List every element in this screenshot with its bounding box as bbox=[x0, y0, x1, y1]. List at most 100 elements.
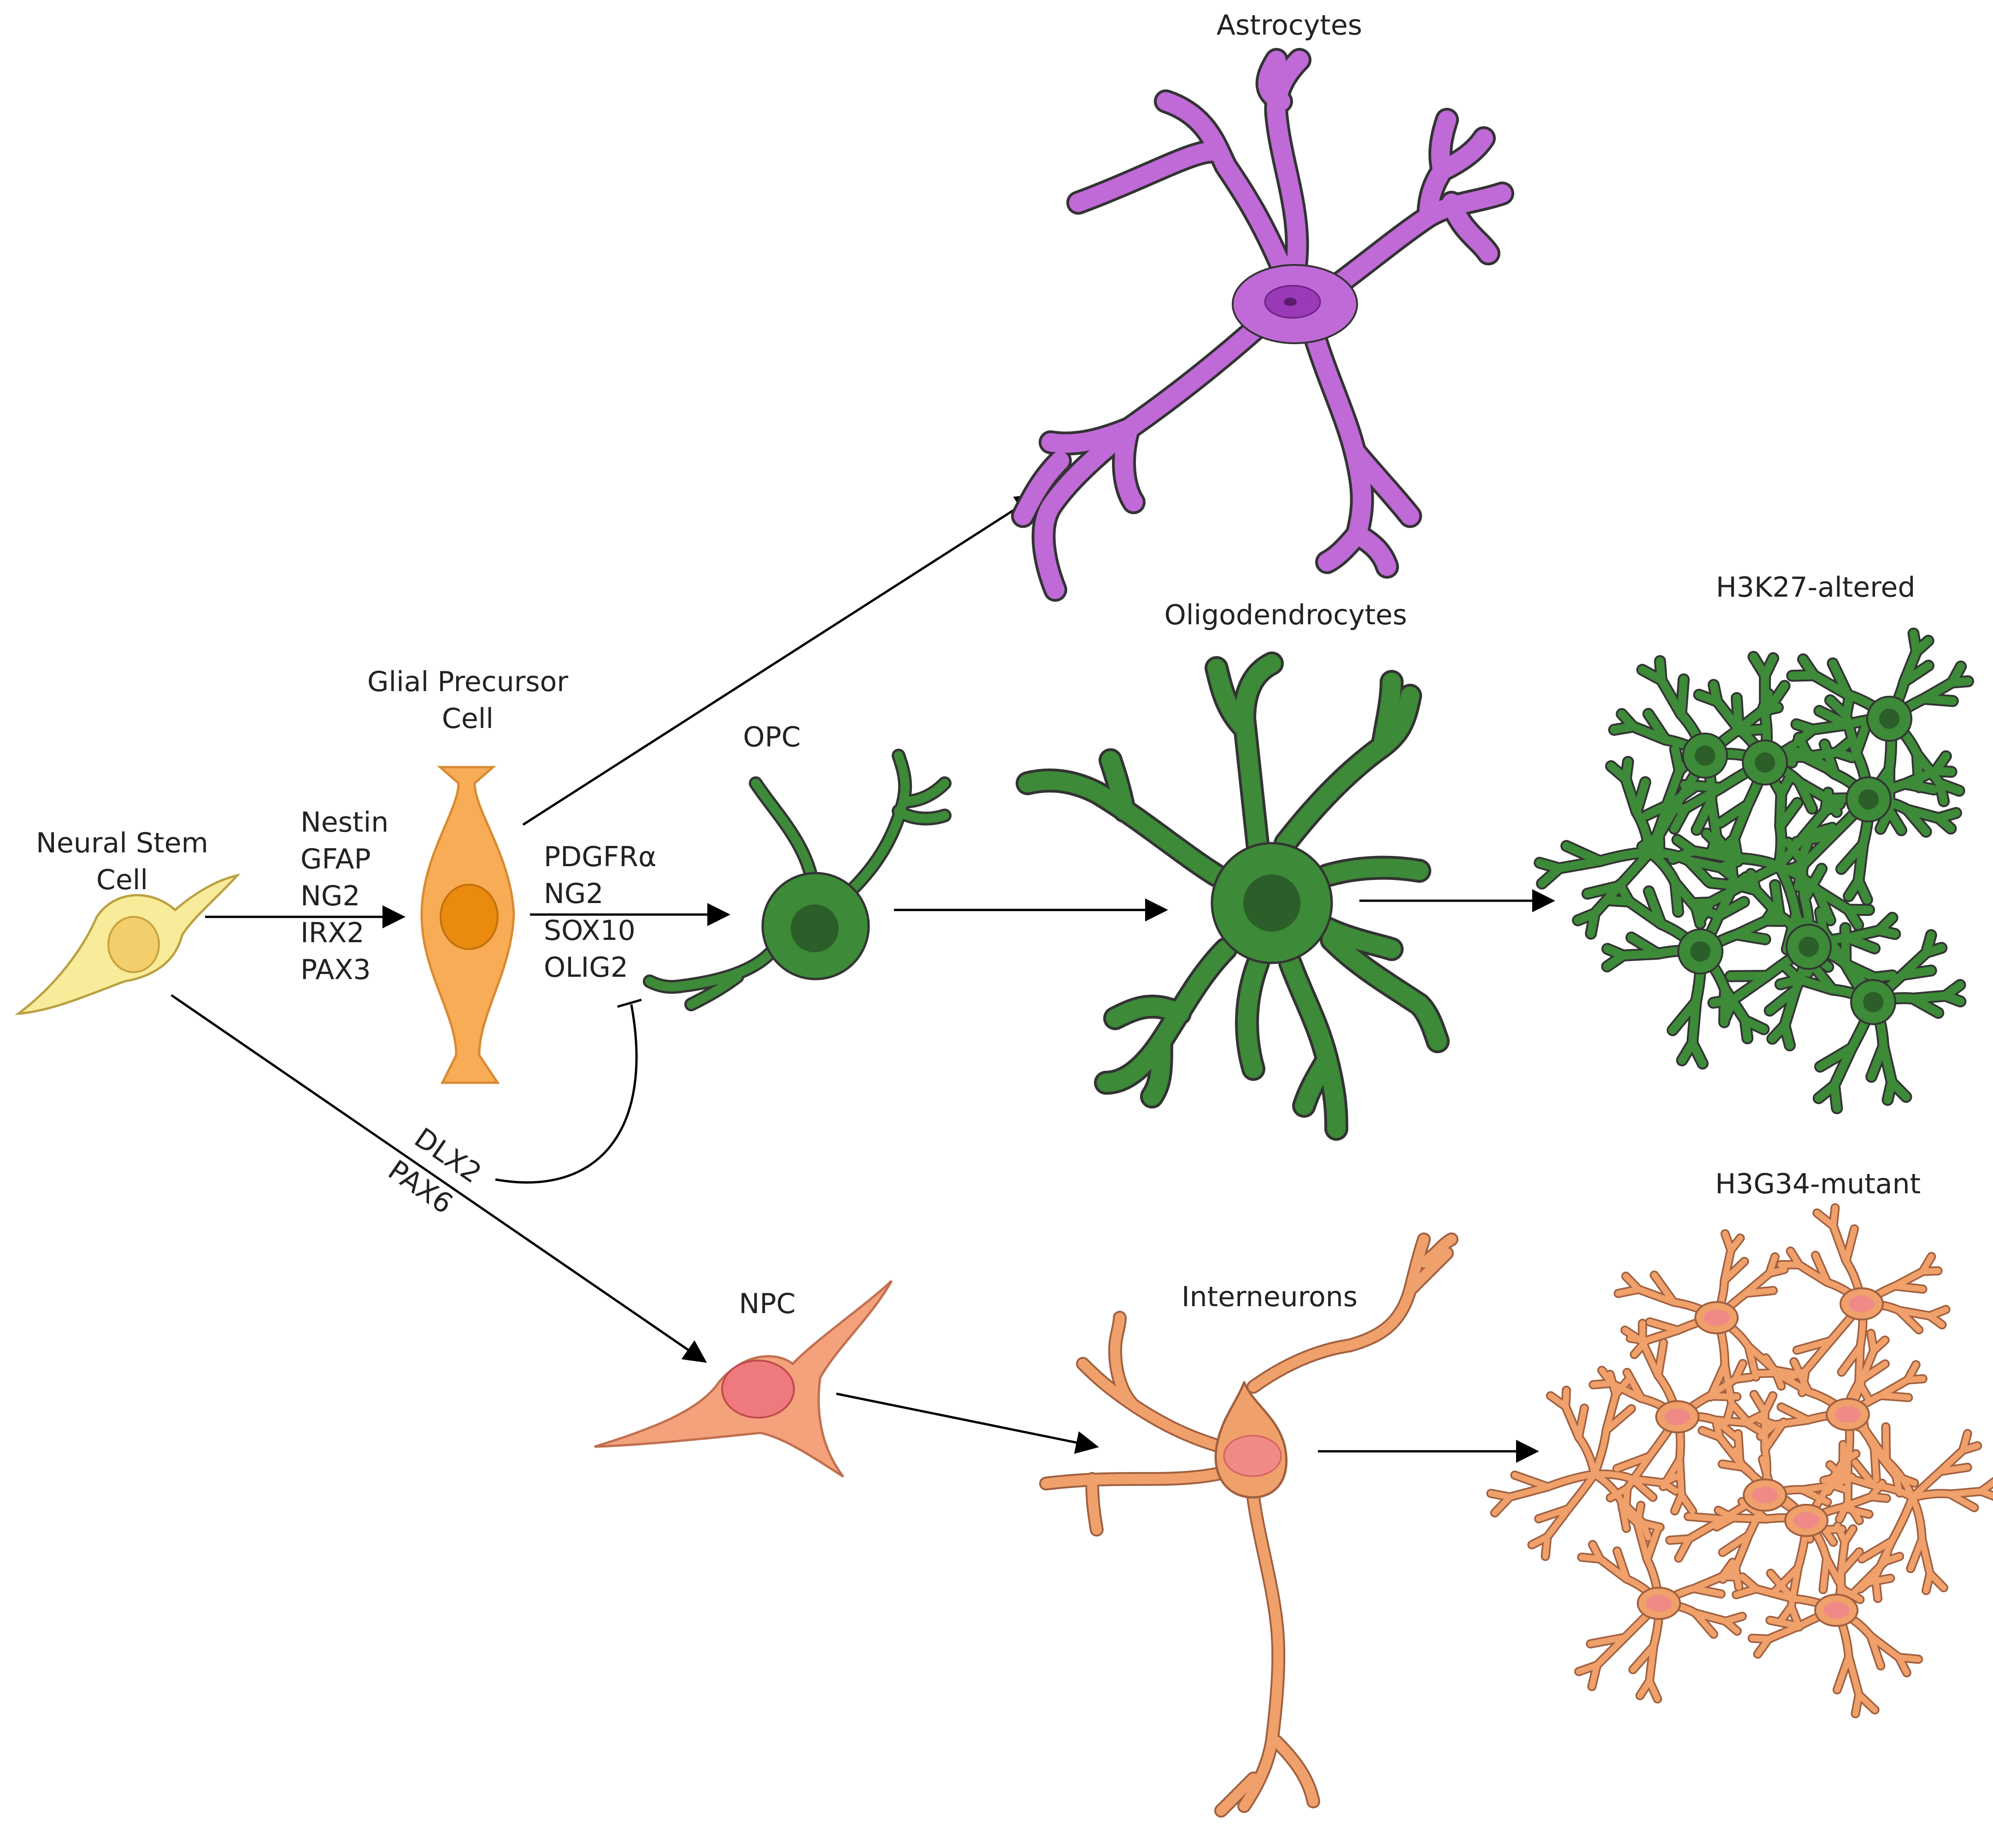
astrocyte-process bbox=[1014, 452, 1069, 525]
astrocytes-label: Astrocytes bbox=[1217, 9, 1362, 41]
h3k27-process bbox=[1714, 898, 1748, 920]
h3g34-process bbox=[1671, 1492, 1685, 1514]
h3g34-process bbox=[1624, 1369, 1645, 1402]
h3k27-process bbox=[1671, 879, 1682, 916]
oligodendrocyte-processes bbox=[1018, 654, 1447, 1138]
h3g34-process bbox=[1839, 1504, 1872, 1518]
h3g34-process bbox=[1732, 1447, 1746, 1470]
astrocyte-process bbox=[1041, 313, 1272, 516]
h3k27-process bbox=[1883, 1078, 1896, 1104]
h3k27-process bbox=[1741, 1016, 1752, 1043]
astrocyte-process bbox=[1069, 142, 1226, 212]
h3g34-process bbox=[1715, 1507, 1736, 1521]
h3g34-process bbox=[1623, 1273, 1642, 1292]
h3k27-cell-nucleus bbox=[1755, 752, 1775, 773]
h3g34-process bbox=[1785, 1368, 1809, 1382]
h3g34-process bbox=[1840, 1450, 1859, 1465]
h3g34-process bbox=[1529, 1534, 1551, 1548]
h3g34-cell-nucleus bbox=[1704, 1309, 1729, 1326]
h3g34-process bbox=[1822, 1526, 1836, 1545]
h3g34-processes bbox=[1487, 1204, 1993, 1717]
opc-process bbox=[645, 949, 774, 991]
astrocyte-process bbox=[1034, 498, 1064, 599]
h3k27-process bbox=[1794, 733, 1811, 757]
neural-stem-cell-nucleus bbox=[107, 916, 160, 973]
h3g34-process bbox=[1871, 1445, 1880, 1483]
h3k27-process bbox=[1843, 933, 1879, 953]
h3g34-process bbox=[1923, 1571, 1933, 1594]
h3k27-process bbox=[1934, 814, 1955, 833]
h3k27-process bbox=[1684, 857, 1713, 886]
h3k27-process bbox=[1852, 716, 1872, 757]
oligodendrocyte-process bbox=[1238, 954, 1267, 1078]
opc-process bbox=[751, 779, 816, 880]
h3g34-process bbox=[1660, 1479, 1679, 1494]
h3g34-process bbox=[1589, 1541, 1603, 1562]
h3g34-process bbox=[1838, 1343, 1864, 1375]
h3k27-process bbox=[1656, 657, 1666, 685]
h3g34-process bbox=[1639, 1320, 1646, 1345]
oligodendrocyte-process bbox=[1101, 751, 1134, 820]
h3k27-process bbox=[1901, 780, 1938, 794]
astrocyte-process bbox=[1348, 525, 1396, 576]
h3k27-process bbox=[1583, 881, 1624, 898]
h3g34-process bbox=[1820, 1555, 1830, 1593]
h3g34-process bbox=[1794, 1338, 1834, 1354]
h3k27-process bbox=[1673, 835, 1697, 856]
oligodendrocytes-label: Oligodendrocytes bbox=[1164, 599, 1407, 631]
oligodendrocyte-process bbox=[1143, 1032, 1170, 1106]
interneurons-label: Interneurons bbox=[1182, 1281, 1358, 1313]
oligodendrocyte-process bbox=[1276, 686, 1419, 852]
glial-precursor-nucleus bbox=[440, 884, 499, 950]
h3k27-process bbox=[1828, 659, 1852, 699]
h3g34-process bbox=[1937, 1464, 1971, 1475]
h3g34-cell-nucleus bbox=[1664, 1408, 1690, 1425]
h3g34-process bbox=[1492, 1494, 1513, 1516]
h3g34-process bbox=[1651, 1272, 1677, 1305]
h3k27-process bbox=[1627, 933, 1662, 958]
h3g34-process bbox=[1676, 1536, 1692, 1561]
glial-precursor-label-1: Glial Precursor bbox=[367, 666, 568, 698]
h3k27-process bbox=[1692, 796, 1716, 834]
h3k27-process bbox=[1844, 877, 1863, 901]
oligodendrocyte-process bbox=[1207, 659, 1253, 737]
h3g34-process bbox=[1843, 1226, 1858, 1264]
astrocyte-process bbox=[1258, 51, 1290, 111]
interneuron-process bbox=[1087, 1474, 1102, 1535]
h3g34-process bbox=[1743, 1420, 1763, 1434]
h3k27-cell-nucleus bbox=[1690, 941, 1711, 962]
h3k27-process bbox=[1799, 655, 1818, 680]
glial-precursor-label-2: Cell bbox=[442, 703, 494, 735]
h3k27-process bbox=[1813, 886, 1834, 925]
h3g34-process bbox=[1691, 1585, 1724, 1597]
h3g34-process bbox=[1858, 1538, 1895, 1562]
marker-text: GFAP bbox=[300, 843, 371, 875]
h3g34-process bbox=[1766, 1266, 1787, 1277]
h3k27-process bbox=[1832, 748, 1856, 762]
h3k27-process bbox=[1776, 798, 1802, 831]
oligodendrocyte-nucleus bbox=[1243, 874, 1300, 932]
h3g34-process bbox=[1870, 1337, 1888, 1354]
h3g34-process bbox=[1787, 1248, 1802, 1268]
neural-stem-cell-label-2: Cell bbox=[96, 864, 148, 896]
markers-gpc-to-opc: PDGFRα NG2 SOX10 OLIG2 bbox=[544, 841, 657, 984]
astrocyte-process bbox=[1442, 194, 1498, 263]
h3k27-process bbox=[1761, 654, 1778, 680]
h3g34-process bbox=[1723, 1618, 1740, 1634]
h3g34-process bbox=[1770, 1565, 1801, 1596]
h3g34-cell-nucleus bbox=[1823, 1602, 1849, 1619]
h3g34-process bbox=[1721, 1258, 1748, 1284]
h3g34-process bbox=[1739, 1574, 1759, 1592]
h3k27-process bbox=[1709, 995, 1738, 1007]
arrow-nsc-to-npc bbox=[170, 994, 707, 1363]
h3g34-process bbox=[1896, 1654, 1910, 1676]
neural-stem-cell-label-1: Neural Stem bbox=[36, 827, 208, 859]
glial-precursor-cell: Glial Precursor Cell bbox=[367, 666, 568, 1084]
interneuron-process bbox=[1216, 1773, 1258, 1816]
h3k27-process bbox=[1900, 661, 1933, 686]
interneuron-processes bbox=[1041, 1234, 1457, 1816]
marker-text: SOX10 bbox=[544, 915, 635, 947]
h3k27-process bbox=[1875, 926, 1899, 939]
h3k27-process bbox=[1809, 961, 1837, 994]
